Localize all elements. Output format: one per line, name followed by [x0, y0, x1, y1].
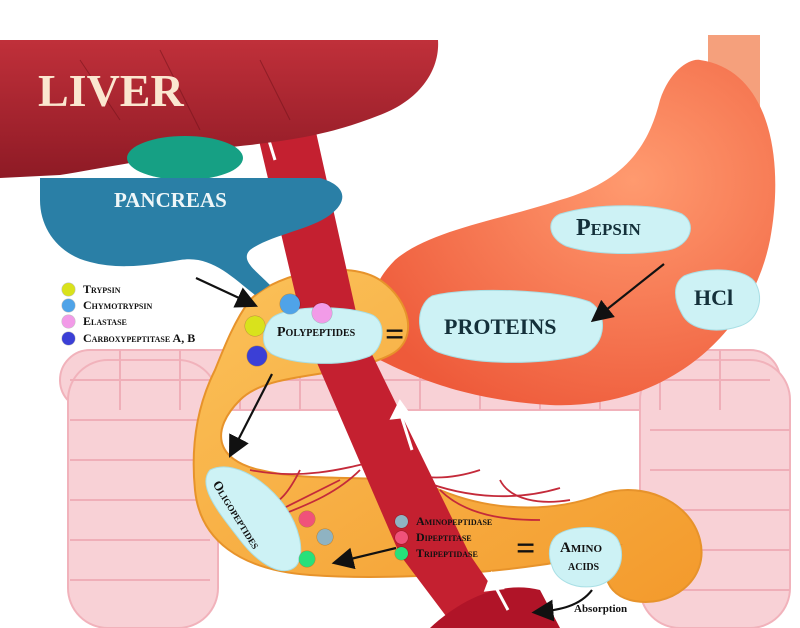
liver — [0, 40, 439, 178]
process-arrows — [195, 263, 665, 622]
elastase-dot — [62, 315, 75, 328]
dipeptitase-enzyme — [299, 511, 315, 527]
legend-elastase: Elastase — [62, 314, 127, 329]
amino-acids-label-line1: Amino — [560, 540, 602, 556]
legend-aminopeptidase-label: Aminopeptidase — [416, 514, 493, 528]
amino-acids-bubble — [548, 526, 623, 588]
oligopeptides-bubble — [205, 466, 302, 572]
legend-aminopeptidase: Aminopeptidase — [395, 514, 492, 529]
pancreas-label: PANCREAS — [114, 188, 227, 212]
legend-carboxypeptitase-label: Carboxypeptitase A, B — [83, 331, 196, 345]
legend-tripeptidase-label: Tripeptidase — [416, 546, 478, 560]
polypeptides-equals: = — [385, 316, 405, 353]
liver-label: LIVER — [38, 65, 184, 116]
legend-dipeptitase: Dipeptitase — [395, 530, 472, 545]
hcl-bubble — [675, 269, 760, 331]
pancreas — [40, 178, 343, 295]
hcl-label: HCl — [694, 285, 734, 310]
aminopeptidase-dot — [395, 515, 408, 528]
legend-elastase-label: Elastase — [83, 314, 127, 328]
elastase-enzyme — [312, 303, 332, 323]
legend-trypsin: Trypsin — [62, 282, 121, 297]
chymotrypsin-enzyme — [280, 294, 300, 314]
legend-dipeptitase-label: Dipeptitase — [416, 530, 472, 544]
carboxypeptitase-dot — [62, 332, 75, 345]
carboxypeptitase-enzyme — [247, 346, 267, 366]
legend-tripeptidase: Tripeptidase — [395, 546, 478, 561]
aminopeptidase-enzyme — [317, 529, 333, 545]
amino-acids-label-line2: acids — [568, 559, 600, 574]
legend-chymotrypsin-label: Chymotrypsin — [83, 298, 153, 312]
tripeptidase-dot — [395, 547, 408, 560]
legend-chymotrypsin: Chymotrypsin — [62, 298, 152, 313]
polypeptides-label: Polypeptides — [277, 325, 356, 340]
tripeptidase-enzyme — [299, 551, 315, 567]
trypsin-dot — [62, 283, 75, 296]
proteins-label: PROTEINS — [444, 314, 557, 339]
amino-acids-equals: = — [516, 530, 536, 567]
gallbladder — [127, 136, 243, 180]
legend-carboxypeptitase: Carboxypeptitase A, B — [62, 331, 195, 346]
chymotrypsin-dot — [62, 299, 75, 312]
dipeptitase-dot — [395, 531, 408, 544]
legend-trypsin-label: Trypsin — [83, 282, 121, 296]
pepsin-bubble — [550, 205, 691, 254]
trypsin-enzyme — [245, 316, 265, 336]
pepsin-label: Pepsin — [576, 215, 641, 241]
absorption-label: Absorption — [574, 603, 628, 615]
proteins-bubble — [419, 289, 603, 363]
